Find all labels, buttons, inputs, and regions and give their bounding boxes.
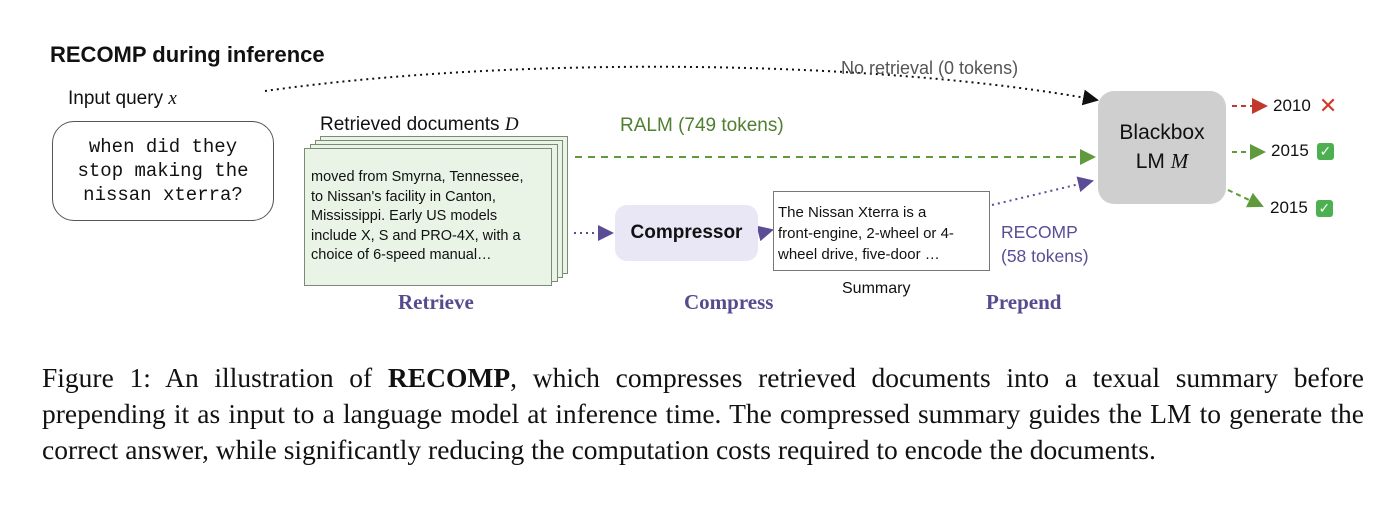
blackbox-lm-box: Blackbox LM M: [1098, 91, 1226, 204]
output-3-arrow: [1227, 189, 1264, 208]
retrieved-documents-label-text: Retrieved documents: [320, 114, 500, 135]
output-ralm: 2015 ✓: [1271, 141, 1334, 161]
output-recomp: 2015 ✓: [1270, 198, 1333, 218]
lm-prefix: LM: [1135, 150, 1165, 173]
input-query-var: x: [168, 88, 177, 109]
recomp-label: RECOMP (58 tokens): [1001, 222, 1089, 266]
lm-line-1: Blackbox: [1119, 121, 1205, 144]
query-box: when did they stop making the nissan xte…: [52, 121, 274, 221]
check-icon: ✓: [1316, 142, 1334, 160]
output-value: 2010: [1273, 96, 1311, 115]
retrieved-documents-label: Retrieved documents D: [320, 114, 519, 136]
stage-retrieve: Retrieve: [398, 290, 474, 314]
recomp-arrow: [991, 176, 1094, 206]
summary-box: The Nissan Xterra is a front-engine, 2-w…: [773, 191, 990, 271]
caption-bold: RECOMP: [387, 362, 511, 393]
cross-icon: ✕: [1318, 93, 1338, 118]
output-no-retrieval: 2010 ✕: [1273, 93, 1338, 118]
output-value: 2015: [1271, 141, 1309, 160]
stage-compress: Compress: [684, 290, 774, 314]
caption-prefix: Figure 1: An illustration of: [42, 362, 388, 393]
ralm-label: RALM (749 tokens): [620, 115, 784, 136]
doc-sheet-front: moved from Smyrna, Tennessee, to Nissan'…: [304, 148, 552, 286]
input-query-label-text: Input query: [68, 88, 164, 109]
stage-prepend: Prepend: [986, 290, 1062, 314]
compressor-to-summary-arrow: [756, 225, 774, 242]
no-retrieval-label: No retrieval (0 tokens): [841, 58, 1019, 78]
lm-line-2: LM M: [1136, 147, 1189, 176]
caption-rest: , which compresses retrieved documents i…: [42, 362, 1364, 465]
query-text: when did they stop making the nissan xte…: [77, 136, 249, 206]
check-icon: ✓: [1315, 199, 1333, 217]
diagram-title: RECOMP during inference: [50, 42, 325, 67]
compressor-box: Compressor: [615, 205, 758, 261]
input-query-label: Input query x: [68, 88, 177, 110]
output-value: 2015: [1270, 198, 1308, 217]
summary-label: Summary: [842, 280, 911, 297]
lm-var: M: [1170, 149, 1189, 173]
figure-caption: Figure 1: An illustration of RECOMP, whi…: [42, 360, 1364, 468]
retrieved-documents-var: D: [504, 114, 519, 135]
